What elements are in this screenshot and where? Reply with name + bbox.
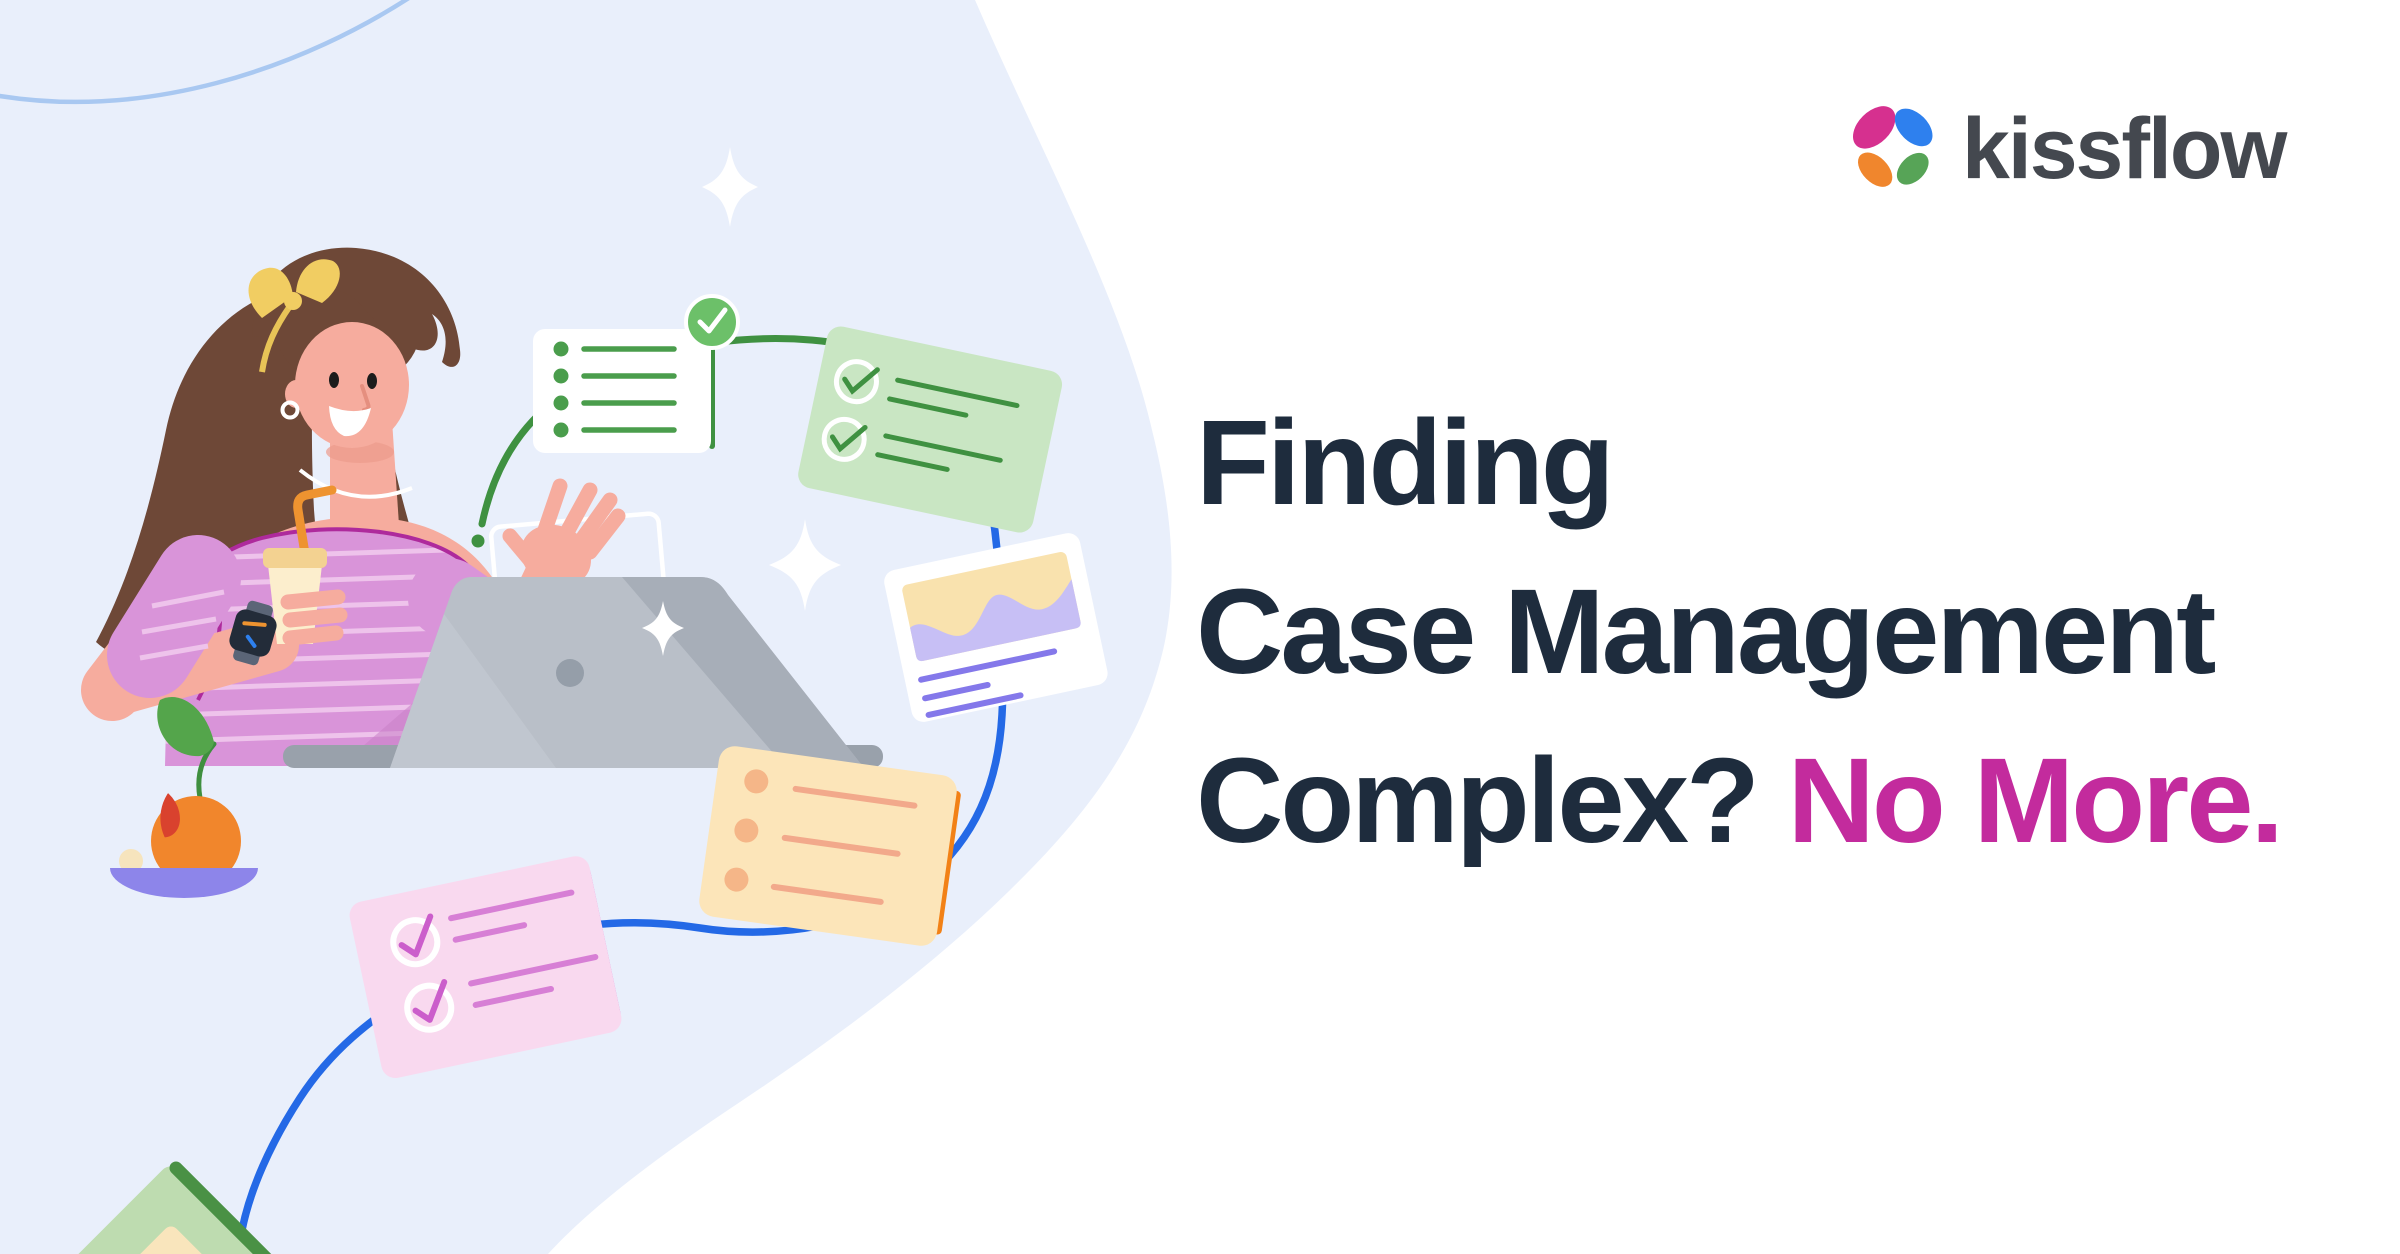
left-eye xyxy=(329,372,339,388)
chart-card xyxy=(884,533,1108,722)
brand-logo: kissflow xyxy=(1846,101,2287,197)
yellow-list-card xyxy=(699,746,961,946)
sparkles xyxy=(702,147,841,611)
head xyxy=(248,247,461,448)
left-sleeve xyxy=(107,535,241,698)
left-hand xyxy=(280,589,348,646)
hair-bow xyxy=(248,259,340,318)
brand-wordmark: kissflow xyxy=(1962,101,2287,197)
smile xyxy=(329,406,371,437)
kissflow-petals-icon xyxy=(1852,106,1933,187)
headline-line-2: Case Management xyxy=(1196,563,2216,699)
headline-accent: No More. xyxy=(1787,732,2285,868)
hand-fingers xyxy=(502,478,626,568)
headline-line-1: Finding xyxy=(1196,394,1615,530)
headband xyxy=(259,304,293,373)
right-eye xyxy=(367,373,377,389)
green-checklist-card xyxy=(798,326,1063,533)
sleeve-stripes xyxy=(139,589,225,661)
chart-wave xyxy=(910,579,1081,662)
laptop-logo xyxy=(556,659,584,687)
floating-cards xyxy=(37,294,1108,1254)
headline-question: Complex? xyxy=(1196,732,1760,868)
green-check-badge xyxy=(684,294,740,350)
laptop-lid-shade xyxy=(622,577,864,768)
headline: Finding Case Management Complex? No More… xyxy=(1196,378,2376,885)
pink-checklist-card xyxy=(349,856,622,1079)
decor-arc-line xyxy=(0,0,410,105)
white-checklist-card xyxy=(533,294,740,453)
face xyxy=(295,322,409,448)
green-connector-dot xyxy=(471,534,485,548)
straw xyxy=(293,485,337,565)
green-diamond-card xyxy=(37,1161,305,1254)
nose xyxy=(360,384,371,412)
sparkle-icon-large xyxy=(702,147,758,227)
dough-ball xyxy=(119,849,143,873)
laptop-lid-light xyxy=(390,614,556,768)
necklace xyxy=(298,468,413,499)
plate xyxy=(110,868,258,898)
cup-band xyxy=(263,548,327,568)
smart-watch xyxy=(229,600,277,666)
blue-connector xyxy=(238,491,1007,1234)
apple-leaf xyxy=(157,696,214,757)
laptop-sparkle-icon xyxy=(642,601,684,656)
earring xyxy=(280,400,300,420)
sparkle-icon-small xyxy=(769,519,841,611)
headline-line-3: Complex? No More. xyxy=(1196,716,2376,885)
